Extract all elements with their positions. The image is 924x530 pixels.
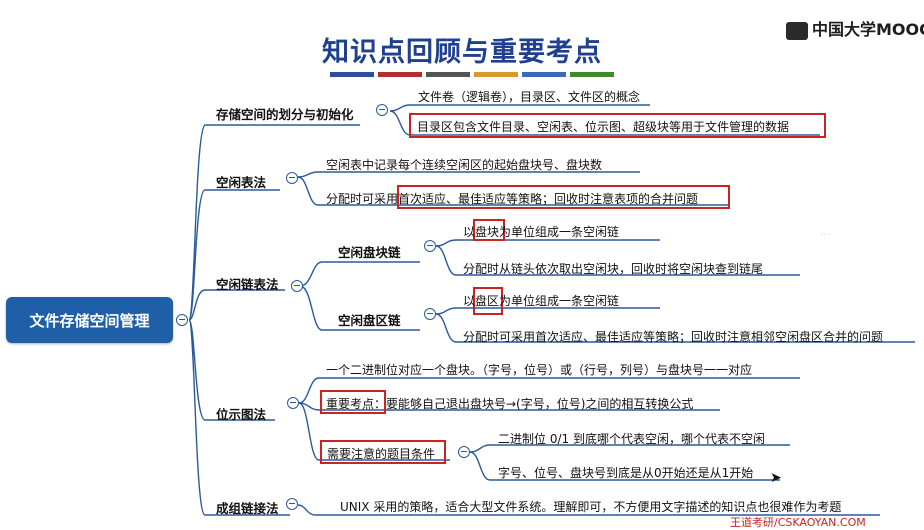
logo-text: 中国大学MOOC	[812, 20, 924, 39]
highlight-box	[473, 287, 503, 315]
sub-free-region-chain[interactable]: 空闲盘区链	[338, 313, 401, 328]
mouse-cursor-icon: ➤	[770, 470, 782, 486]
sub-exam-conditions-collapse-icon[interactable]	[458, 446, 470, 458]
mooc-logo: 中国大学MOOC	[786, 16, 924, 40]
page-title: 知识点回顾与重要考点	[322, 37, 602, 68]
sub-free-region-chain-collapse-icon[interactable]	[424, 308, 436, 320]
highlight-box	[320, 440, 446, 464]
footer-watermark: 王道考研/CSKAOYAN.COM	[730, 516, 866, 529]
leaf-block-unit: 以盘块为单位组成一条空闲链	[463, 225, 620, 239]
highlight-box	[320, 390, 386, 414]
leaf-block-chain-allocation: 分配时从链头依次取出空闲块，回收时将空闲块查到链尾	[463, 262, 764, 276]
branch-storage-partition[interactable]: 存储空间的划分与初始化	[216, 107, 354, 122]
branch-grouped-linking[interactable]: 成组链接法	[216, 501, 279, 516]
leaf-region-unit: 以盘区为单位组成一条空闲链	[463, 294, 620, 308]
sub-free-block-chain-collapse-icon[interactable]	[424, 240, 436, 252]
sub-exam-conditions[interactable]: 需要注意的题目条件	[327, 447, 436, 461]
branch-free-list-collapse-icon[interactable]	[291, 280, 303, 292]
leaf-free-table-allocation: 分配时可采用首次适应、最佳适应等策略；回收时注意表项的合并问题	[326, 192, 699, 206]
branch-free-list[interactable]: 空闲链表法	[216, 277, 279, 292]
leaf-bit-meaning: 二进制位 0/1 到底哪个代表空闲，哪个代表不空闲	[498, 432, 765, 446]
branch-storage-partition-collapse-icon[interactable]	[376, 104, 388, 116]
color-bar	[330, 72, 374, 77]
leaf-free-table-record: 空闲表中记录每个连续空闲区的起始盘块号、盘块数	[326, 158, 603, 172]
branch-bitmap-collapse-icon[interactable]	[287, 397, 299, 409]
mooc-logo-icon	[786, 21, 808, 40]
root-node[interactable]: 文件存储空间管理	[6, 297, 173, 343]
branch-free-table[interactable]: 空闲表法	[216, 175, 267, 190]
color-bar	[378, 72, 422, 77]
highlight-box	[397, 185, 730, 209]
watermark: ...	[820, 225, 831, 238]
color-bar	[522, 72, 566, 77]
branch-free-table-collapse-icon[interactable]	[286, 172, 298, 184]
leaf-key-point: 重要考点：要能够自己退出盘块号→(字号，位号)之间的相互转换公式	[326, 397, 694, 411]
color-bar	[570, 72, 614, 77]
leaf-directory-area: 目录区包含文件目录、空闲表、位示图、超级块等用于文件管理的数据	[417, 120, 790, 134]
branch-grouped-linking-collapse-icon[interactable]	[286, 498, 298, 510]
sub-free-block-chain[interactable]: 空闲盘块链	[338, 245, 401, 260]
highlight-box	[473, 219, 505, 241]
color-bar	[426, 72, 470, 77]
root-collapse-icon[interactable]	[176, 314, 188, 326]
highlight-box	[409, 113, 826, 138]
leaf-bitmap-mapping: 一个二进制位对应一个盘块。（字号，位号）或（行号，列号）与盘块号一一对应	[326, 363, 753, 377]
leaf-volume-concept: 文件卷（逻辑卷），目录区、文件区的概念	[418, 90, 641, 104]
color-bar	[474, 72, 518, 77]
branch-bitmap[interactable]: 位示图法	[216, 407, 267, 422]
leaf-index-start: 字号、位号、盘块号到底是从0开始还是从1开始	[498, 466, 754, 480]
leaf-region-chain-allocation: 分配时可采用首次适应、最佳适应等策略；回收时注意相邻空闲盘区合并的问题	[463, 330, 884, 344]
leaf-unix-strategy: UNIX 采用的策略，适合大型文件系统。理解即可，不方便用文字描述的知识点也很难…	[340, 500, 842, 514]
root-node-label: 文件存储空间管理	[29, 311, 150, 330]
